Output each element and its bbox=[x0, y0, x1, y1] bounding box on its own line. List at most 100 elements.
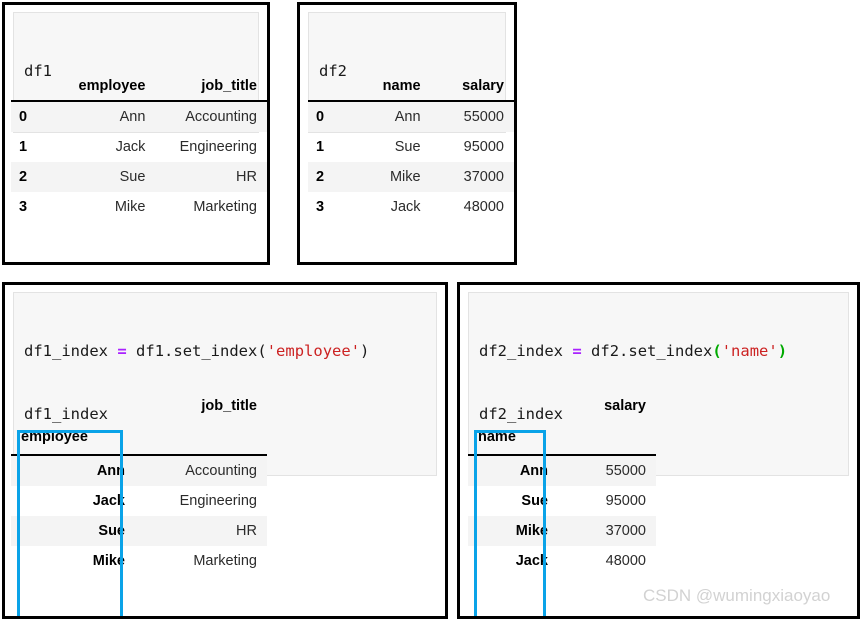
code-line-output-ref: df1_index bbox=[24, 405, 108, 423]
row-index: 3 bbox=[316, 199, 325, 215]
table-row: 2 Mike 37000 bbox=[308, 162, 514, 192]
table-row: Mike Marketing bbox=[11, 546, 267, 576]
code-token-paren-close: ) bbox=[777, 342, 788, 360]
dataframe-df1-wrapper: employee job_title 0 Ann Accounting 1 Ja… bbox=[11, 71, 267, 222]
cell-job-title: Accounting bbox=[155, 101, 267, 132]
cell-name: Ann bbox=[352, 101, 431, 132]
code-token-paren-close: ) bbox=[360, 342, 370, 360]
code-token-paren-open: ( bbox=[257, 342, 267, 360]
code-token-string: 'employee' bbox=[266, 342, 361, 360]
cell-name: Sue bbox=[394, 139, 421, 155]
table-header-row: name salary bbox=[308, 71, 514, 102]
row-index: Jack bbox=[515, 553, 548, 569]
column-header-employee: employee bbox=[52, 71, 156, 102]
table-row: Jack Engineering bbox=[11, 486, 267, 516]
table-row: 1 Sue 95000 bbox=[308, 132, 514, 162]
column-header-salary: salary bbox=[430, 71, 514, 102]
column-header-salary: salary bbox=[604, 398, 646, 414]
column-header-corner bbox=[11, 391, 135, 420]
code-token-operator: = bbox=[572, 342, 582, 360]
code-line-assignment: df2_index = df2.set_index('name') bbox=[479, 341, 838, 362]
code-token-space bbox=[563, 342, 572, 360]
column-header-corner bbox=[468, 391, 558, 420]
table-row: Mike 37000 bbox=[468, 516, 656, 546]
row-index: Mike bbox=[468, 516, 558, 546]
cell-job-title: Engineering bbox=[179, 139, 257, 155]
index-name-employee: employee bbox=[11, 420, 135, 456]
code-token-paren-open: ( bbox=[712, 342, 722, 360]
cell-salary: 37000 bbox=[558, 516, 656, 546]
table-head: salary name bbox=[468, 391, 656, 456]
cell-employee: Jack bbox=[115, 139, 146, 155]
table-body: 0 Ann 55000 1 Sue 95000 2 Mike 37000 3 J… bbox=[308, 101, 514, 222]
cell-job-title: HR bbox=[155, 162, 267, 192]
csdn-watermark: CSDN @wumingxiaoyao bbox=[643, 586, 831, 605]
cell-salary: 48000 bbox=[463, 199, 504, 215]
row-index: Mike bbox=[92, 553, 125, 569]
dataframe-df2-index: salary name Ann 55000 Sue 95000 Mike bbox=[468, 391, 656, 576]
row-index: Ann bbox=[11, 455, 135, 486]
cell-job-title: Engineering bbox=[179, 493, 257, 509]
code-token-variable: df2_index bbox=[479, 342, 563, 360]
table-row: 3 Mike Marketing bbox=[11, 192, 267, 222]
column-header-job-title: job_title bbox=[201, 398, 257, 414]
code-token-operator: = bbox=[117, 342, 127, 360]
column-header-job-title: job_title bbox=[155, 71, 267, 102]
code-token-space bbox=[582, 342, 591, 360]
code-cell-df2-index[interactable]: df2_index = df2.set_index('name') df2_in… bbox=[468, 292, 849, 476]
panel-df2-index: df2_index = df2.set_index('name') df2_in… bbox=[457, 282, 860, 619]
table-row: Sue HR bbox=[11, 516, 267, 546]
table-row: Ann Accounting bbox=[11, 455, 267, 486]
table-row: 2 Sue HR bbox=[11, 162, 267, 192]
row-index: 0 bbox=[308, 101, 353, 132]
dataframe-df1-index: job_title employee Ann Accounting Jack E… bbox=[11, 391, 267, 576]
row-index: 0 bbox=[11, 101, 53, 132]
table-header-row-index-name: name bbox=[468, 420, 656, 456]
table-row: Jack 48000 bbox=[468, 546, 656, 576]
row-index: Jack bbox=[92, 493, 125, 509]
code-token-variable: df1_index bbox=[24, 342, 108, 360]
row-index: 2 bbox=[11, 162, 53, 192]
dataframe-df1: employee job_title 0 Ann Accounting 1 Ja… bbox=[11, 71, 267, 222]
table-row: 0 Ann 55000 bbox=[308, 101, 514, 132]
cell-job-title: Marketing bbox=[193, 553, 257, 569]
table-head: name salary bbox=[308, 71, 514, 102]
row-index: 1 bbox=[19, 139, 28, 155]
table-header-row-columns: salary bbox=[468, 391, 656, 420]
cell-salary: 55000 bbox=[558, 455, 656, 486]
code-line-output-ref: df2_index bbox=[479, 405, 563, 423]
dataframe-df1-index-wrapper: job_title employee Ann Accounting Jack E… bbox=[11, 391, 267, 576]
row-index: 2 bbox=[308, 162, 353, 192]
table-row: 1 Jack Engineering bbox=[11, 132, 267, 162]
cell-salary: 48000 bbox=[605, 553, 646, 569]
dataframe-df2-wrapper: name salary 0 Ann 55000 1 Sue 95000 2 Mi… bbox=[308, 71, 514, 222]
table-body: Ann 55000 Sue 95000 Mike 37000 Jack 4800… bbox=[468, 455, 656, 576]
dataframe-df2-index-wrapper: salary name Ann 55000 Sue 95000 Mike bbox=[468, 391, 656, 576]
panel-df1-index: df1_index = df1.set_index('employee') df… bbox=[2, 282, 448, 619]
index-name-name: name bbox=[468, 420, 558, 456]
column-header-index bbox=[11, 71, 53, 102]
code-token-string: 'name' bbox=[721, 342, 778, 360]
cell-salary: 37000 bbox=[430, 162, 514, 192]
table-head: employee job_title bbox=[11, 71, 267, 102]
code-token-space bbox=[108, 342, 117, 360]
cell-job-title: Accounting bbox=[135, 455, 267, 486]
cell-name: Jack bbox=[390, 199, 421, 215]
row-index: Ann bbox=[468, 455, 558, 486]
cell-employee: Sue bbox=[52, 162, 156, 192]
row-index: Sue bbox=[521, 493, 548, 509]
table-body: 0 Ann Accounting 1 Jack Engineering 2 Su… bbox=[11, 101, 267, 222]
index-name-blank bbox=[558, 420, 656, 456]
table-header-row-index-name: employee bbox=[11, 420, 267, 456]
table-row: 0 Ann Accounting bbox=[11, 101, 267, 132]
index-name-blank bbox=[135, 420, 267, 456]
dataframe-df2: name salary 0 Ann 55000 1 Sue 95000 2 Mi… bbox=[308, 71, 514, 222]
table-row: 3 Jack 48000 bbox=[308, 192, 514, 222]
row-index: 3 bbox=[19, 199, 28, 215]
table-body: Ann Accounting Jack Engineering Sue HR M… bbox=[11, 455, 267, 576]
table-head: job_title employee bbox=[11, 391, 267, 456]
row-index: Sue bbox=[11, 516, 135, 546]
cell-employee: Mike bbox=[114, 199, 146, 215]
table-header-row: employee job_title bbox=[11, 71, 267, 102]
code-token-call: df1.set_index bbox=[136, 342, 258, 360]
